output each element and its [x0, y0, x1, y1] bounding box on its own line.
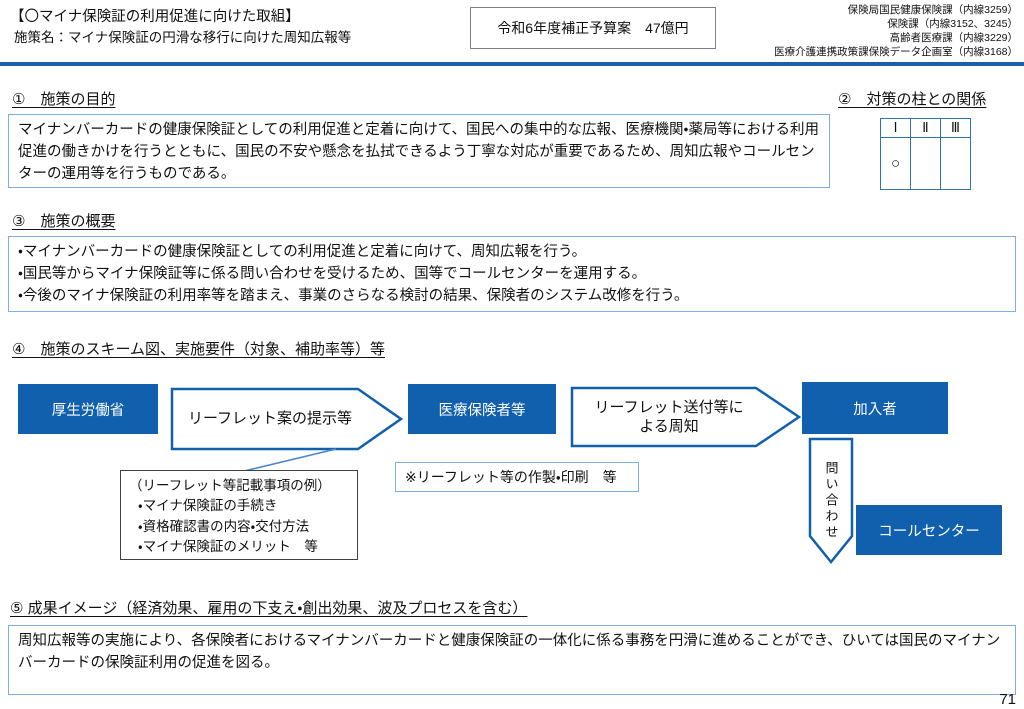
example-item: ・資格確認書の内容・交付方法 — [138, 518, 310, 534]
contact-line: 高齢者医療課（内線3229） — [889, 31, 1018, 44]
flow-node-callcenter-label: コールセンター — [878, 523, 980, 540]
example-item: ・マイナ保険証のメリット 等 — [138, 538, 318, 554]
flow-down-arrow: 問い合わせ — [808, 437, 854, 565]
arrow2-text-line1: リーフレット送付等に — [594, 398, 744, 416]
flow-node-insurers: 医療保険者等 — [408, 384, 556, 434]
arrow1-text: リーフレット案の提示等 — [187, 410, 353, 428]
section5-body-text: 周知広報等の実施により、各保険者におけるマイナンバーカードと健康保険証の一体化に… — [18, 633, 1001, 671]
flow-arrow-2-label: リーフレット送付等に よる周知 — [570, 386, 802, 448]
table-value-row: ○ — [880, 137, 971, 190]
right-arrow-icon — [570, 386, 802, 448]
section1-body-text: マイナンバーカードの健康保険証としての利用促進と定着に向けて、国民への集中的な広… — [18, 122, 819, 182]
slide-title: 【〇マイナ保険証の利用促進に向けた取組】 — [10, 9, 300, 25]
section1-body-box: マイナンバーカードの健康保険証としての利用促進と定着に向けて、国民への集中的な広… — [8, 114, 830, 188]
contact-line: 医療介護連携政策課保険データ企画室（内線3168） — [774, 45, 1018, 58]
overview-bullet: ・マイナンバーカードの健康保険証としての利用促進と定着に向けて、周知広報を行う。 — [18, 244, 587, 260]
arrow2-text-line2: よる周知 — [639, 418, 699, 435]
pillar-value-1: ○ — [880, 137, 911, 190]
pillar-header-1: Ⅰ — [880, 118, 911, 138]
flow-node-callcenter: コールセンター — [856, 505, 1002, 555]
down-arrow-icon — [808, 437, 854, 564]
budget-label: 令和6年度補正予算案 47億円 — [497, 20, 689, 36]
header-titles: 【〇マイナ保険証の利用促進に向けた取組】 施策名：マイナ保険証の円滑な移行に向け… — [10, 7, 351, 48]
example-item: ・マイナ保険証の手続き — [138, 498, 278, 514]
overview-bullet: ・今後のマイナ保険証の利用率等を踏まえ、事業のさらなる検討の結果、保険者のシステ… — [18, 287, 689, 304]
leaflet-example-box: （リーフレット等記載事項の例） ・マイナ保険証の手続き ・資格確認書の内容・交付… — [120, 470, 358, 560]
right-arrow-icon — [170, 387, 404, 451]
table-header-row: Ⅰ Ⅱ Ⅲ — [880, 118, 971, 138]
section2-heading: ② 対策の柱との関係 — [838, 91, 987, 108]
flow-node-insurers-label: 医療保険者等 — [438, 402, 526, 419]
page-number: 71 — [999, 691, 1016, 708]
section1-heading: ① 施策の目的 — [12, 91, 116, 108]
pillar-relation-table: Ⅰ Ⅱ Ⅲ ○ — [880, 118, 971, 190]
header-divider — [0, 62, 1024, 66]
section3-heading: ③ 施策の概要 — [12, 213, 116, 230]
pillar-header-3: Ⅲ — [940, 118, 971, 138]
contact-info: 保険局国民健康保険課（内線3259） 保険課（内線3152、3245） 高齢者医… — [774, 4, 1018, 60]
overview-bullet: ・国民等からマイナ保険証等に係る問い合わせを受けるため、国等でコールセンターを運… — [18, 265, 647, 282]
contact-line: 保険局国民健康保険課（内線3259） — [847, 4, 1018, 16]
example-box-title: （リーフレット等記載事項の例） — [129, 478, 331, 493]
flow-arrow-1: リーフレット案の提示等 — [170, 387, 404, 451]
section3-body-box: ・マイナンバーカードの健康保険証としての利用促進と定着に向けて、周知広報を行う。… — [8, 236, 1016, 312]
pillar-value-3 — [940, 137, 971, 190]
note-box-text: ※リーフレット等の作製・印刷 等 — [405, 469, 617, 485]
flow-arrow-1-label: リーフレット案の提示等 — [170, 387, 404, 451]
section4-heading: ④ 施策のスキーム図、実施要件（対象、補助率等）等 — [12, 341, 385, 358]
leaflet-note-box: ※リーフレット等の作製・印刷 等 — [395, 462, 639, 492]
section5-body-box: 周知広報等の実施により、各保険者におけるマイナンバーカードと健康保険証の一体化に… — [8, 625, 1016, 695]
pillar-value-2 — [910, 137, 941, 190]
inquiry-arrow-label: 問い合わせ — [823, 461, 839, 541]
section5-heading: ⑤ 成果イメージ（経済効果、雇用の下支え・創出効果、波及プロセスを含む） — [10, 600, 528, 617]
budget-box: 令和6年度補正予算案 47億円 — [470, 7, 716, 49]
callout-connector-line — [235, 448, 337, 474]
flow-node-mhlw-label: 厚生労働省 — [51, 402, 125, 419]
flow-node-mhlw: 厚生労働省 — [18, 384, 158, 434]
pillar-header-2: Ⅱ — [910, 118, 941, 138]
policy-name: 施策名：マイナ保険証の円滑な移行に向けた周知広報等 — [14, 30, 352, 46]
flow-node-members: 加入者 — [802, 382, 948, 434]
contact-line: 保険課（内線3152、3245） — [887, 17, 1018, 30]
flow-arrow-2: リーフレット送付等に よる周知 — [570, 386, 802, 448]
flow-node-members-label: 加入者 — [853, 401, 897, 418]
